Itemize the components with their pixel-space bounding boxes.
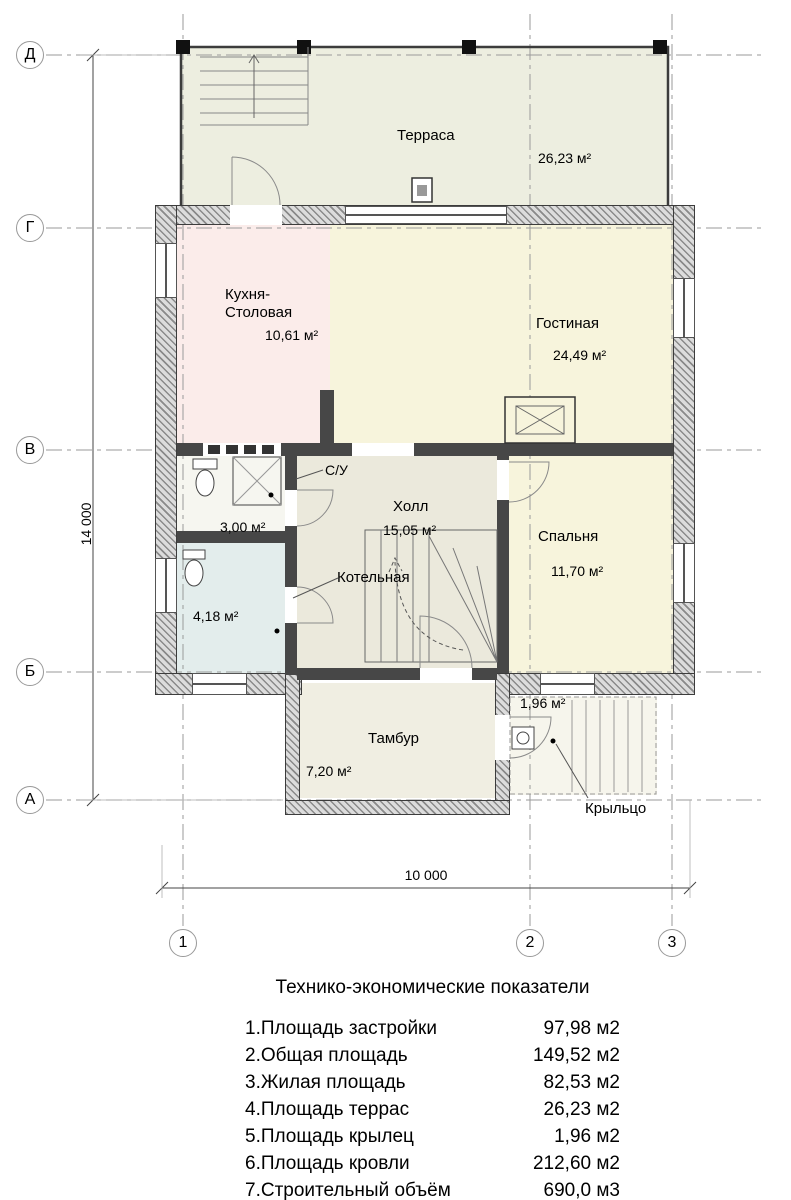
teo-row: 4.Площадь террас 26,23 м2: [245, 1096, 620, 1123]
label-kitchen-line1: Кухня-: [225, 286, 271, 303]
window-bottom-left: [192, 673, 247, 695]
dimension-horizontal: 10 000: [404, 867, 448, 883]
label-boiler: Котельная: [337, 569, 410, 586]
teo-row: 1.Площадь застройки 97,98 м2: [245, 1015, 620, 1042]
teo-row: 7.Строительный объём 690,0 м3: [245, 1177, 620, 1200]
wall-exterior-bottom-right: [503, 673, 695, 695]
label-kitchen: Кухня- Столовая: [225, 286, 292, 322]
room-hall: [297, 455, 497, 668]
axis-bubble-B: Б: [16, 658, 44, 686]
label-hall: Холл: [393, 498, 429, 515]
label-porch: Крыльцо: [585, 800, 647, 817]
opening-living-hall: [352, 443, 414, 456]
window-kitchen-left: [155, 243, 177, 298]
opening-bath-door: [285, 490, 297, 526]
teo-row-value: 149,52 м2: [532, 1045, 620, 1066]
area-porch: 1,96 м²: [520, 695, 566, 711]
wall-vestibule-bottom: [285, 800, 510, 815]
teo-row-value: 26,23 м2: [543, 1099, 620, 1120]
area-kitchen: 10,61 м²: [265, 327, 319, 343]
area-hall: 15,05 м²: [383, 522, 437, 538]
axis-bubble-A: А: [16, 786, 44, 814]
teo-row: 6.Площадь кровли 212,60 м2: [245, 1150, 620, 1177]
area-vestibule: 7,20 м²: [306, 763, 352, 779]
axis-bubble-2: 2: [516, 929, 544, 957]
axis-label-2: 2: [525, 934, 535, 951]
axis-label-A: А: [24, 791, 36, 808]
teo-row-value: 690,0 м3: [543, 1180, 620, 1200]
teo-row: 2.Общая площадь 149,52 м2: [245, 1042, 620, 1069]
axis-bubble-G: Г: [16, 214, 44, 242]
axis-bubble-3: 3: [658, 929, 686, 957]
axis-bubble-D: Д: [16, 41, 44, 69]
opening-vestibule-door: [420, 668, 472, 680]
teo-row-value: 82,53 м2: [543, 1072, 620, 1093]
axis-label-G: Г: [25, 219, 35, 236]
window-bottom-right: [540, 673, 595, 695]
wall-vestibule-left: [285, 673, 300, 815]
axis-bubble-V: В: [16, 436, 44, 464]
label-living: Гостиная: [536, 315, 599, 332]
teo-row-label: 3.Жилая площадь: [245, 1072, 406, 1093]
teo-row-label: 6.Площадь кровли: [245, 1153, 410, 1174]
area-bathroom: 3,00 м²: [220, 519, 266, 535]
teo-row: 3.Жилая площадь 82,53 м2: [245, 1069, 620, 1096]
room-living: [330, 225, 673, 443]
opening-bedroom-door: [497, 460, 509, 500]
opening-entrance-door: [495, 715, 510, 760]
window-living-right: [673, 278, 695, 338]
window-bedroom-right: [673, 543, 695, 603]
teo-row-value: 1,96 м2: [554, 1126, 620, 1147]
teo-row-value: 212,60 м2: [532, 1153, 620, 1174]
axis-label-B: Б: [24, 663, 36, 680]
teo-row-label: 2.Общая площадь: [245, 1045, 408, 1066]
window-living-top: [345, 206, 507, 224]
axis-label-3: 3: [667, 934, 677, 951]
opening-terrace-door: [230, 205, 282, 225]
teo-row-label: 5.Площадь крылец: [245, 1126, 414, 1147]
axis-label-D: Д: [24, 46, 36, 63]
teo-row-value: 97,98 м2: [543, 1018, 620, 1039]
teo-row-label: 4.Площадь террас: [245, 1099, 410, 1120]
room-terrace: [181, 47, 668, 205]
dimension-vertical: 14 000: [78, 502, 94, 546]
axis-bubble-1: 1: [169, 929, 197, 957]
room-porch: [510, 697, 657, 795]
opening-boiler-door: [285, 587, 297, 623]
teo-row-label: 1.Площадь застройки: [245, 1018, 437, 1039]
area-living: 24,49 м²: [553, 347, 607, 363]
label-kitchen-line2: Столовая: [225, 304, 293, 321]
label-vestibule: Тамбур: [368, 730, 419, 747]
teo-row: 5.Площадь крылец 1,96 м2: [245, 1123, 620, 1150]
area-boiler: 4,18 м²: [193, 608, 239, 624]
label-bathroom: С/У: [325, 462, 348, 478]
area-terrace: 26,23 м²: [538, 150, 592, 166]
axis-label-V: В: [24, 441, 36, 458]
label-terrace: Терраса: [397, 127, 455, 144]
teo-title: Технико-экономические показатели: [275, 977, 590, 998]
teo-row-label: 7.Строительный объём: [245, 1180, 451, 1200]
label-bedroom: Спальня: [538, 528, 599, 545]
area-bedroom: 11,70 м²: [551, 563, 604, 579]
partition-bath-hall: [285, 455, 297, 675]
axis-label-1: 1: [178, 934, 188, 951]
window-boiler-left: [155, 558, 177, 613]
partition-axis-v: [177, 443, 673, 456]
teo-table: Технико-экономические показатели 1.Площа…: [245, 974, 620, 1200]
